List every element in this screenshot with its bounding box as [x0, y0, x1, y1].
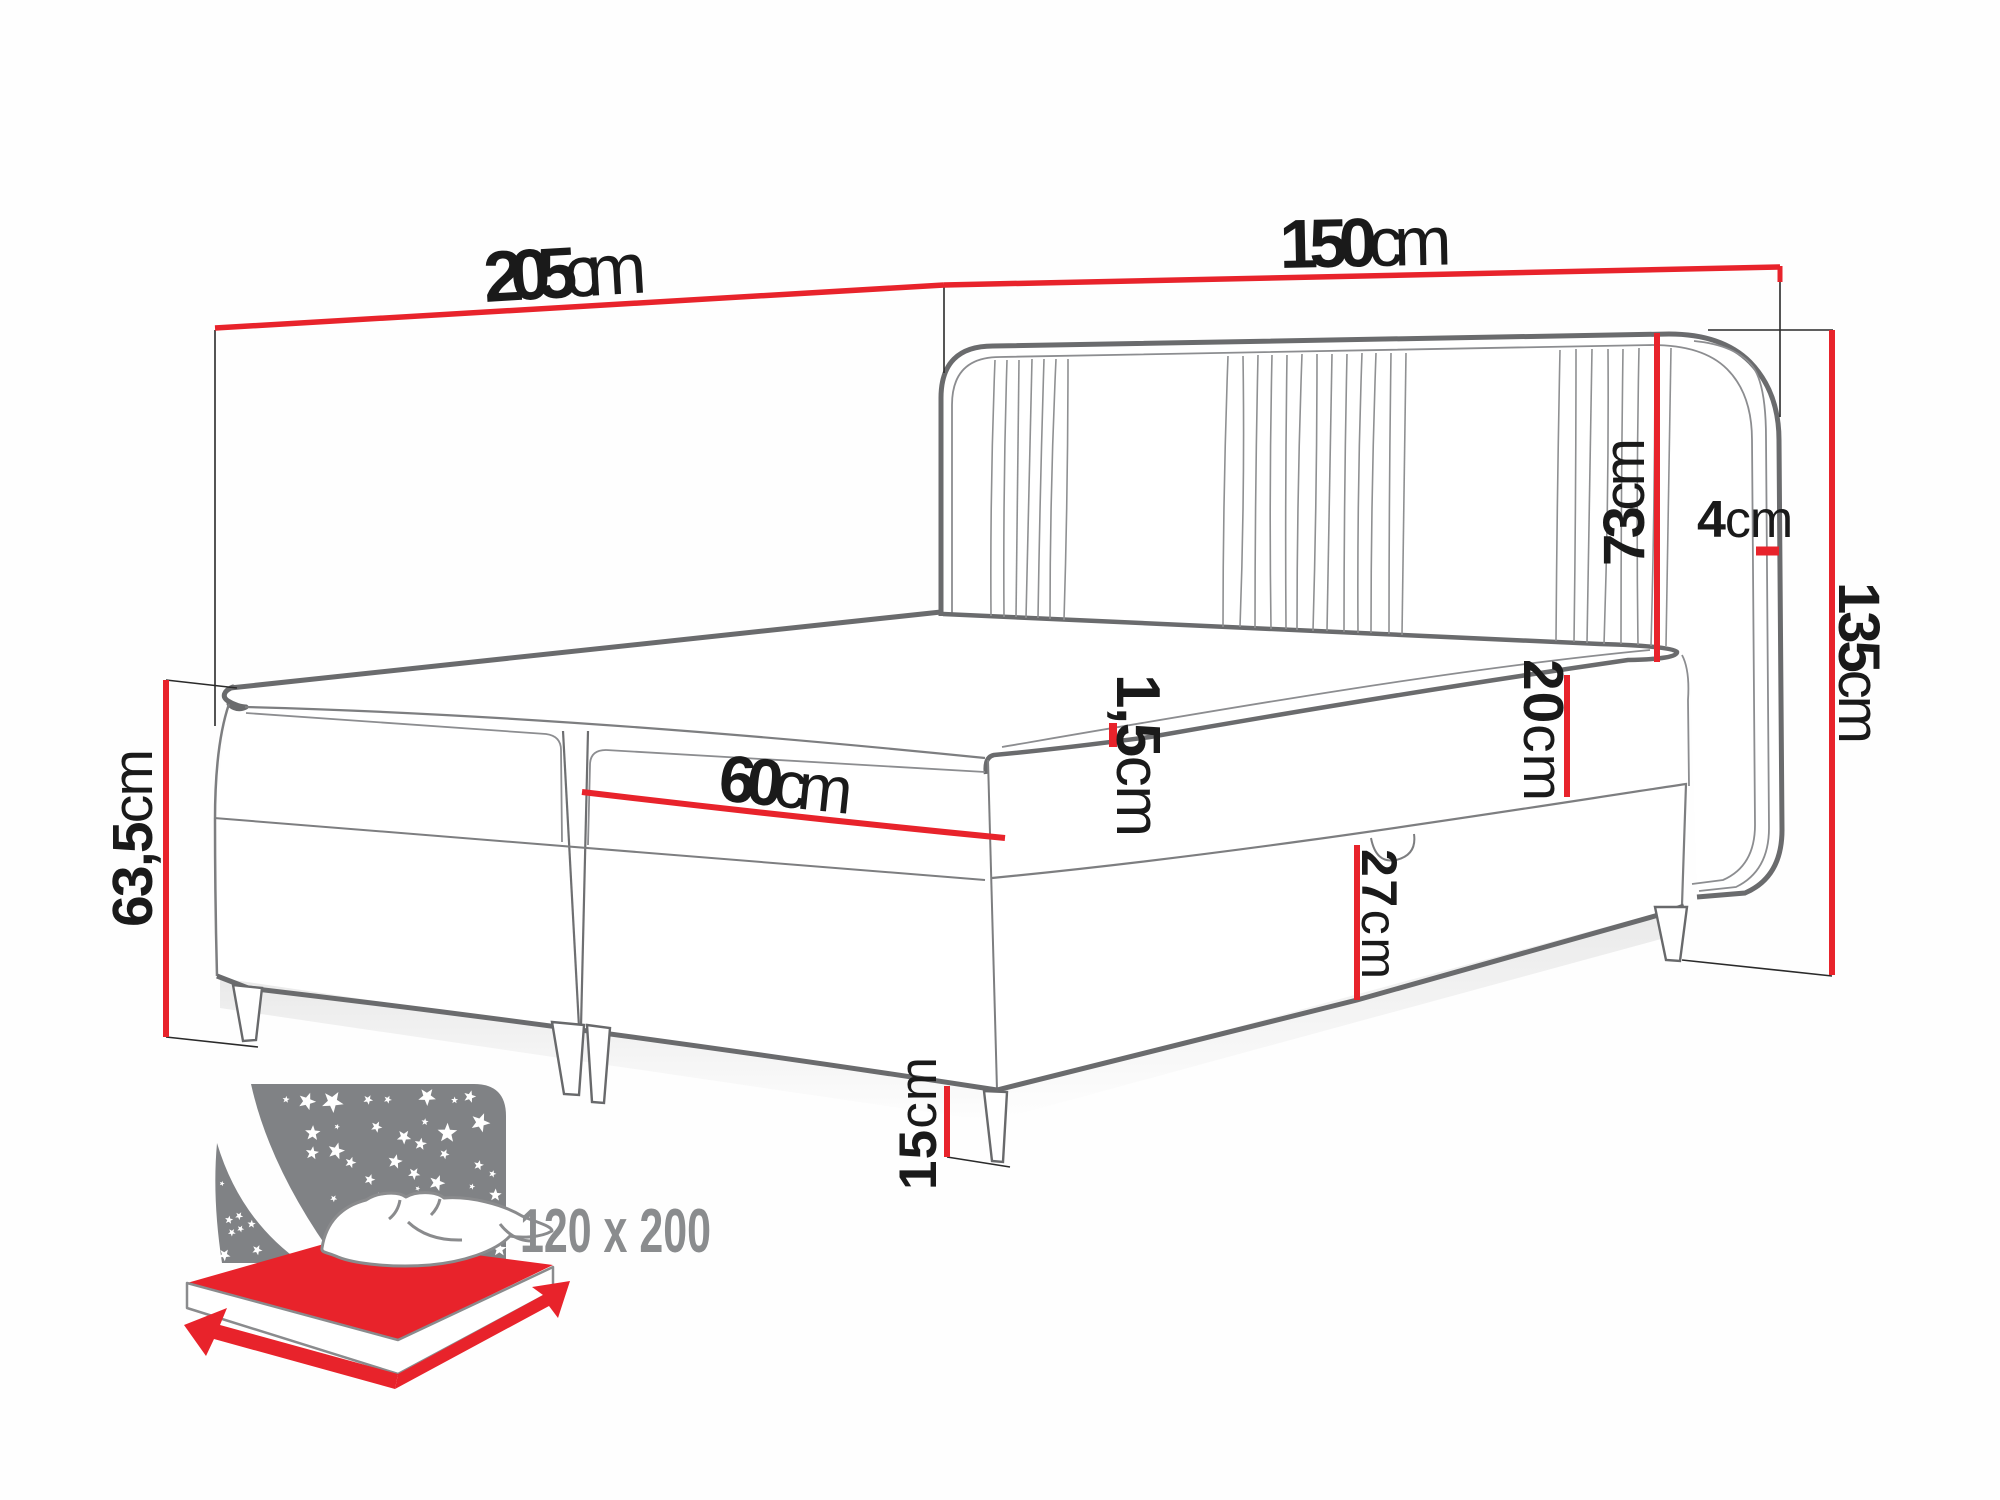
svg-text:60cm: 60cm	[716, 740, 857, 828]
svg-text:63,5cm: 63,5cm	[101, 749, 165, 927]
svg-text:4cm: 4cm	[1697, 491, 1792, 549]
svg-text:1,5cm: 1,5cm	[1103, 674, 1172, 837]
svg-text:73cm: 73cm	[1592, 438, 1657, 566]
svg-text:120 x 200: 120 x 200	[520, 1197, 711, 1266]
svg-text:205cm: 205cm	[481, 228, 648, 318]
svg-text:15cm: 15cm	[889, 1057, 948, 1190]
svg-text:135cm: 135cm	[1826, 582, 1891, 744]
svg-text:27cm: 27cm	[1351, 849, 1407, 979]
svg-text:20cm: 20cm	[1511, 659, 1575, 801]
svg-text:150cm: 150cm	[1279, 202, 1453, 283]
